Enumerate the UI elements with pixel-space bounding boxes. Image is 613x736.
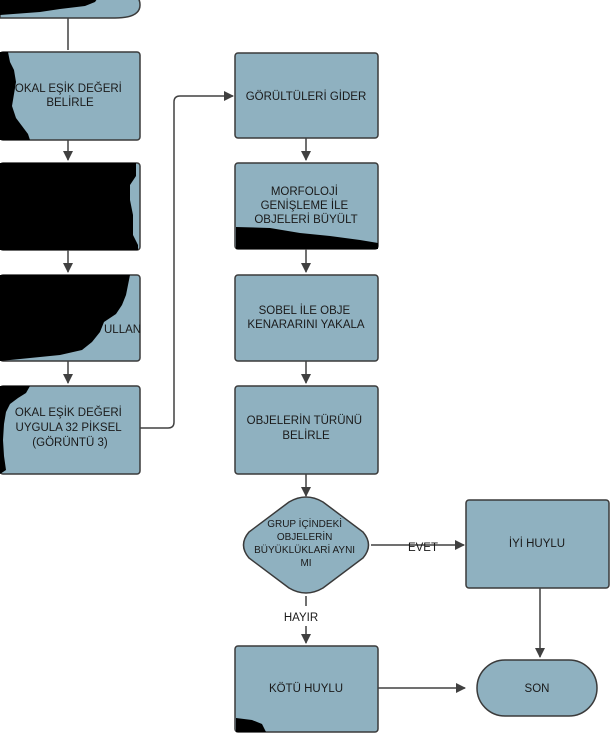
- left-box-b-line-2: BELİRLE: [46, 96, 94, 109]
- edge-label-no: HAYIR: [284, 612, 318, 624]
- decision-line-4: MI: [300, 558, 311, 569]
- left-box-d-label: ULLAN: [104, 324, 141, 336]
- box-benign-label: İYİ HUYLU: [509, 537, 565, 550]
- left-box-e: [0, 385, 141, 475]
- box-morphology-line-3: OBJELERİ BÜYÜLT: [254, 213, 357, 226]
- box-malignant: [234, 645, 379, 733]
- left-box-b-label: OKAL EŞİK DEĞERİ BELİRLE: [15, 82, 125, 109]
- left-box-b-line-1: OKAL EŞİK DEĞERİ: [15, 82, 122, 95]
- box-sobel: [234, 274, 379, 362]
- box-object-type-line-2: BELİRLE: [282, 429, 330, 442]
- box-benign: [465, 499, 610, 589]
- box-morphology-line-2: GENİŞLEME İLE: [261, 199, 349, 212]
- left-terminal-top: [0, 0, 141, 19]
- left-box-d-line-1: ULLAN: [104, 324, 141, 336]
- box-sobel-label: SOBEL İLE OBJE KENARARINI YAKALA: [247, 304, 365, 331]
- box-sobel-line-2: KENARARINI YAKALA: [247, 319, 365, 331]
- left-box-b: [0, 51, 141, 141]
- box-morphology-line-1: MORFOLOJİ: [271, 185, 338, 198]
- edge-left-e-to-r1: [140, 91, 234, 429]
- box-remove-noise-line-1: GÖRÜLTÜLERİ GİDER: [246, 90, 367, 103]
- decision-line-3: BÜYÜKLÜKLARİ AYNI: [254, 543, 355, 556]
- left-box-e-label: OKAL EŞİK DEĞERİ UYGULA 32 PİKSEL (GÖRÜN…: [15, 406, 125, 449]
- box-morphology-label: MORFOLOJİ GENİŞLEME İLE OBJELERİ BÜYÜLT: [254, 185, 357, 226]
- terminal-end: [476, 659, 598, 717]
- edge-label-yes: EVET: [408, 542, 438, 554]
- box-benign-line-1: İYİ HUYLU: [509, 537, 565, 550]
- box-sobel-line-1: SOBEL İLE OBJE: [259, 304, 351, 317]
- terminal-end-label: SON: [525, 683, 550, 695]
- box-remove-noise-label: GÖRÜLTÜLERİ GİDER: [246, 90, 367, 103]
- left-box-c: [0, 162, 141, 251]
- box-malignant-line-1: KÖTÜ HUYLU: [269, 683, 343, 695]
- box-object-type-line-1: OBJELERİN TÜRÜNÜ: [247, 414, 362, 427]
- decision-label: GRUP İÇİNDEKİ OBJELERİN BÜYÜKLÜKLARİ AYN…: [254, 517, 358, 569]
- decision-line-2: OBJELERİN: [277, 530, 333, 543]
- left-box-e-line-1: OKAL EŞİK DEĞERİ: [15, 406, 122, 419]
- decision-line-1: GRUP İÇİNDEKİ: [267, 517, 342, 530]
- box-object-type-label: OBJELERİN TÜRÜNÜ BELİRLE: [247, 414, 366, 442]
- decision-diamond: [242, 496, 370, 594]
- terminal-end-line-1: SON: [525, 683, 550, 695]
- left-box-d: [0, 274, 141, 362]
- box-malignant-label: KÖTÜ HUYLU: [269, 683, 343, 695]
- left-box-e-line-2: UYGULA 32 PİKSEL: [16, 421, 123, 434]
- left-box-e-line-3: (GÖRÜNTÜ 3): [32, 437, 108, 449]
